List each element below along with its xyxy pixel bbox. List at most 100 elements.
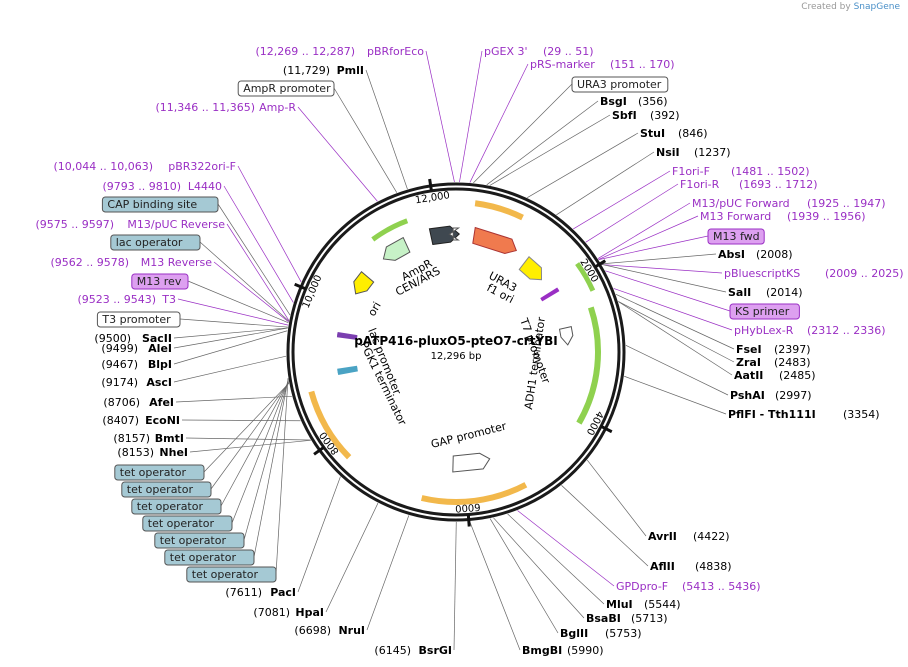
leader-line bbox=[613, 288, 733, 331]
feature-ori-arrow bbox=[353, 271, 375, 295]
label-text: tet operator bbox=[160, 534, 227, 547]
label-name: BlpI bbox=[148, 358, 172, 371]
label-coord: (8157) bbox=[113, 432, 150, 445]
avrii-site-label: AvrII (4422) bbox=[648, 530, 730, 543]
label-box bbox=[96, 311, 181, 328]
nrui-site-label: NruI(6698) bbox=[294, 624, 365, 637]
leader-line bbox=[624, 375, 727, 415]
bmti-site-label: BmtI(8157) bbox=[113, 432, 184, 445]
label-coord: (29 .. 51) bbox=[543, 45, 594, 58]
label-coord: (1237) bbox=[694, 146, 731, 159]
leader-line bbox=[601, 264, 727, 293]
label-name: M13 Forward bbox=[700, 210, 771, 223]
leader-line bbox=[189, 439, 311, 453]
label-box bbox=[154, 532, 245, 549]
label-box bbox=[110, 234, 201, 251]
leader-line bbox=[556, 151, 655, 216]
paci-site-label: PacI (7611) bbox=[225, 586, 296, 599]
label-name: AleI bbox=[148, 342, 172, 355]
leader-line bbox=[333, 87, 398, 193]
m13-fwd-feature-label: M13 fwd bbox=[707, 228, 765, 245]
ampr-promoter-feature-label: AmpR promoter bbox=[237, 80, 335, 97]
leader-line bbox=[223, 185, 294, 303]
leader-line bbox=[253, 378, 289, 558]
label-coord: (2312 .. 2336) bbox=[807, 324, 886, 337]
leader-line bbox=[601, 264, 723, 274]
leader-line bbox=[618, 301, 735, 363]
feature-arc-adh1-terminator bbox=[576, 306, 601, 425]
label-coord: (9562 .. 9578) bbox=[50, 256, 129, 269]
leader-line bbox=[179, 318, 288, 328]
amp-r-primer-label: Amp-R(11,346 .. 11,365) bbox=[155, 101, 296, 114]
fsei-site-label: FseI(2397) bbox=[736, 343, 811, 356]
label-box bbox=[571, 76, 669, 93]
label-name: HpaI bbox=[295, 606, 324, 619]
label-coord: (11,729) bbox=[283, 64, 330, 77]
label-coord: (9500) bbox=[94, 332, 131, 345]
leader-line bbox=[425, 50, 455, 183]
sbfi-site-label: SbfI(392) bbox=[612, 109, 680, 122]
label-text: tet operator bbox=[120, 466, 187, 479]
blpi-site-label: BlpI(9467) bbox=[101, 358, 172, 371]
leader-line bbox=[598, 235, 709, 260]
hpai-site-label: HpaI(7081) bbox=[253, 606, 324, 619]
leader-line bbox=[489, 114, 611, 186]
label-name: PmlI bbox=[337, 64, 364, 77]
label-name: MluI bbox=[606, 598, 633, 611]
feature-f1-ori-arrow bbox=[518, 256, 543, 281]
scale-tick-label: 12,000 bbox=[414, 190, 450, 206]
plasmid-name: pATP416-pluxO5-pteO7-crtYBI bbox=[354, 334, 558, 348]
scale-tick bbox=[294, 282, 307, 291]
tet-operator-feature-label: tet operator bbox=[131, 498, 222, 515]
label-coord: (5713) bbox=[631, 612, 668, 625]
feature-ura3-promoter-arrow bbox=[448, 227, 461, 241]
leader-line bbox=[453, 521, 457, 651]
label-name: Amp-R bbox=[259, 101, 296, 114]
scale-tick bbox=[466, 514, 471, 527]
label-coord: (9575 .. 9597) bbox=[35, 218, 114, 231]
leader-line bbox=[493, 517, 585, 619]
label-name: AatII bbox=[734, 369, 763, 382]
feature-stripe-lac-operator bbox=[337, 331, 358, 338]
leader-line bbox=[486, 100, 599, 186]
bsgi-site-label: BsgI(356) bbox=[600, 95, 668, 108]
leader-line bbox=[365, 69, 408, 190]
label-text: KS primer bbox=[735, 305, 790, 318]
label-coord: (2483) bbox=[774, 356, 811, 369]
label-coord: (9523 .. 9543) bbox=[77, 293, 156, 306]
leader-line bbox=[325, 502, 379, 613]
leader-line bbox=[459, 50, 483, 183]
econi-site-label: EcoNI(8407) bbox=[102, 414, 180, 427]
leader-line bbox=[203, 383, 290, 473]
aatii-site-label: AatII(2485) bbox=[734, 369, 816, 382]
label-coord: (392) bbox=[650, 109, 680, 122]
stui-site-label: StuI(846) bbox=[640, 127, 708, 140]
label-coord: (7611) bbox=[225, 586, 262, 599]
label-name: PacI bbox=[270, 586, 296, 599]
label-name: AvrII bbox=[648, 530, 677, 543]
leader-line bbox=[185, 437, 311, 441]
m13-puc-reverse-primer-label: M13/pUC Reverse(9575 .. 9597) bbox=[35, 218, 225, 231]
feature-arc-ampr-promoter bbox=[371, 218, 409, 242]
t3-primer-label: T3(9523 .. 9543) bbox=[77, 293, 176, 306]
absi-site-label: AbsI(2008) bbox=[718, 248, 793, 261]
label-coord: (2997) bbox=[775, 389, 812, 402]
phyblex-r-primer-label: pHybLex-R (2312 .. 2336) bbox=[734, 324, 886, 337]
pflfi-tth111i-site-label: PflFI - Tth111I(3354) bbox=[728, 408, 880, 421]
label-name: BsrGI bbox=[419, 644, 452, 657]
label-name: L4440 bbox=[188, 180, 222, 193]
label-name: pHybLex-R bbox=[734, 324, 794, 337]
feature-gap-promoter-arrow bbox=[452, 452, 491, 473]
label-coord: (8706) bbox=[103, 396, 140, 409]
leader-line bbox=[585, 183, 679, 243]
leader-line bbox=[220, 381, 289, 507]
label-text: tet operator bbox=[127, 483, 194, 496]
backbone bbox=[286, 182, 626, 522]
label-name: SacII bbox=[142, 332, 172, 345]
leader-line bbox=[507, 513, 605, 605]
label-coord: (4422) bbox=[693, 530, 730, 543]
label-coord: (9174) bbox=[101, 376, 138, 389]
label-name: GPDpro-F bbox=[616, 580, 668, 593]
label-text: lac operator bbox=[116, 236, 183, 249]
leader-line bbox=[231, 380, 289, 524]
